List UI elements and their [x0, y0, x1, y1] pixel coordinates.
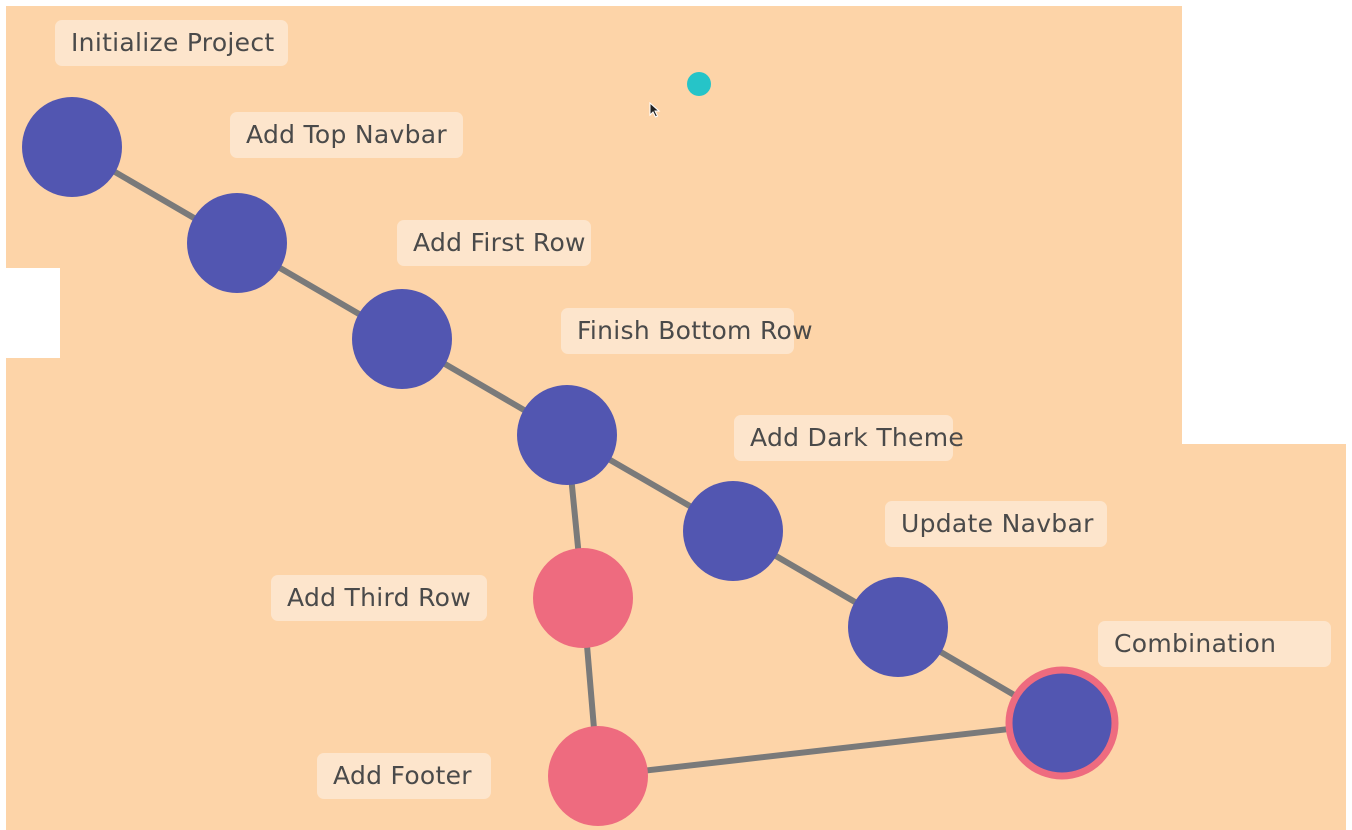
commit-label-c8: Add Footer [317, 753, 491, 799]
commit-label-c9: Combination [1098, 621, 1331, 667]
commit-node-c3[interactable] [352, 289, 452, 389]
commit-node-c4[interactable] [517, 385, 617, 485]
commit-label-c2: Add Top Navbar [230, 112, 463, 158]
commit-node-c5[interactable] [683, 481, 783, 581]
commit-label-c4: Finish Bottom Row [561, 308, 813, 354]
nodes-layer [22, 97, 1119, 826]
commit-node-c8[interactable] [548, 726, 648, 826]
mouse-cursor-icon [649, 102, 661, 118]
commit-label-c7: Add Third Row [271, 575, 487, 621]
commit-label-c5: Add Dark Theme [734, 415, 964, 461]
pointer-dot-icon [687, 72, 711, 96]
commit-node-c7[interactable] [533, 548, 633, 648]
commit-label-c6: Update Navbar [885, 501, 1107, 547]
commit-node-c1[interactable] [22, 97, 122, 197]
commit-node-c6[interactable] [848, 577, 948, 677]
commit-label-c1: Initialize Project [55, 20, 288, 66]
commit-node-c2[interactable] [187, 193, 287, 293]
commit-label-c3: Add First Row [397, 220, 591, 266]
commit-node-c9[interactable] [1005, 666, 1119, 780]
edge-c8-c9 [595, 720, 1065, 779]
